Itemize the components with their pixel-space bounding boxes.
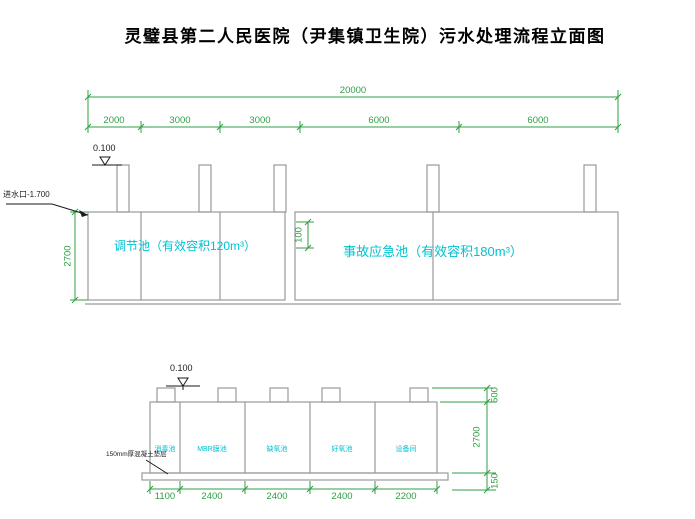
upper-dimension-lines <box>70 90 622 304</box>
inlet-label: 进水口-1.700 <box>3 190 50 199</box>
tank-label-emergency: 事故应急池（有效容积180m³） <box>343 244 523 259</box>
dim-segment-label: 3000 <box>169 115 191 126</box>
lower-tank-structure <box>141 387 449 481</box>
dim-bottom-label: 2400 <box>201 491 223 502</box>
lower-annotations <box>145 377 200 475</box>
elevation-label-upper: 0.100 <box>93 143 116 153</box>
dim-bottom-label: 2400 <box>331 491 353 502</box>
elevation-symbol-lower <box>177 377 189 387</box>
compartment-label: 缺氧池 <box>266 446 288 453</box>
dim-segment-label: 2000 <box>103 115 125 126</box>
dim-segment-label: 3000 <box>249 115 271 126</box>
upper-annotations <box>6 156 122 217</box>
dim-right-label: 500 <box>489 387 501 403</box>
compartment-label: 消毒池 <box>154 446 176 453</box>
dim-total-label: 20000 <box>339 85 367 96</box>
dim-right-label: 150 <box>489 473 501 489</box>
dim-height-label: 2700 <box>62 245 74 267</box>
dim-segment-label: 6000 <box>527 115 549 126</box>
tank-label-regulation: 调节池（有效容积120m³） <box>113 239 257 253</box>
dim-bottom-label: 2200 <box>395 491 417 502</box>
dim-gap-label: 100 <box>293 227 305 243</box>
elevation-label-lower: 0.100 <box>170 363 193 373</box>
dim-bottom-label: 1100 <box>154 491 176 502</box>
compartment-label: 设备间 <box>395 446 417 453</box>
compartment-label: 好氧池 <box>331 446 353 453</box>
lower-dimension-lines <box>146 384 496 494</box>
dim-right-label: 2700 <box>471 426 483 448</box>
drawing-title: 灵璧县第二人民医院（尹集镇卫生院）污水处理流程立面图 <box>124 27 606 46</box>
compartment-label: MBR膜池 <box>197 446 227 453</box>
upper-tank-structure <box>85 164 621 305</box>
inlet-arrow <box>79 210 88 217</box>
dim-segment-label: 6000 <box>368 115 390 126</box>
foundation-note: 150mm厚混凝土垫层 <box>106 451 167 458</box>
dim-bottom-label: 2400 <box>266 491 288 502</box>
elevation-symbol-upper <box>99 156 111 166</box>
